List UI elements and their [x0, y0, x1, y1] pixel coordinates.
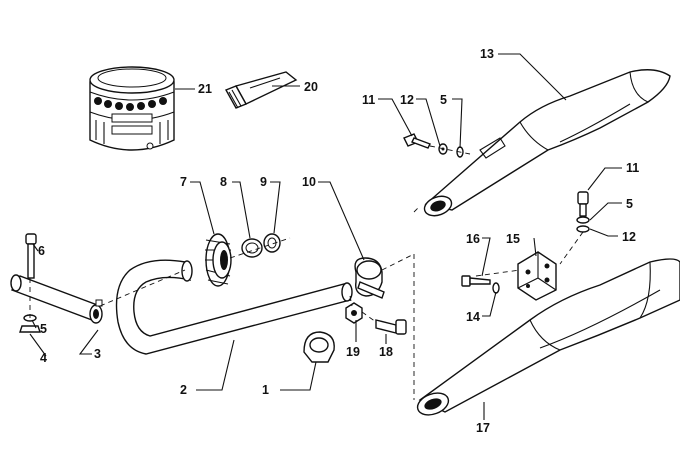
callout-14: 14: [466, 310, 480, 324]
callout-labels: 1 2 3 4 5 5 5 6 7 8 9 10 11 11 12 12 13 …: [38, 47, 639, 435]
callout-13: 13: [480, 47, 494, 61]
sleeve-nut-part: [19, 325, 41, 333]
callout-2: 2: [180, 383, 187, 397]
finned-ring-part: [205, 233, 232, 287]
callout-19: 19: [346, 345, 360, 359]
callout-5-sleeve: 5: [40, 322, 47, 336]
bracket-bolt-part: [576, 191, 590, 233]
silencer-lower-part: [416, 258, 680, 416]
paste-tin-part: [89, 66, 175, 151]
callout-10: 10: [302, 175, 316, 189]
bracket-screw-part: [461, 275, 500, 294]
callout-18: 18: [379, 345, 393, 359]
clamp-part: [354, 257, 385, 299]
callout-7: 7: [180, 175, 187, 189]
pipe-clip-part: [303, 331, 335, 363]
callout-4: 4: [40, 351, 47, 365]
callout-8: 8: [220, 175, 227, 189]
callout-11-top: 11: [362, 93, 375, 107]
callout-21: 21: [198, 82, 212, 96]
nut-part: [345, 302, 363, 324]
sleeve-pipe-part: [10, 274, 103, 324]
callout-11-right: 11: [626, 161, 639, 175]
sealing-ring-part: [241, 238, 263, 258]
callout-17: 17: [476, 421, 490, 435]
callout-15: 15: [506, 232, 520, 246]
callout-9: 9: [260, 175, 267, 189]
callout-16: 16: [466, 232, 480, 246]
callout-12-top: 12: [400, 93, 414, 107]
silencer-top-bolt-part: [403, 133, 464, 158]
callout-5-right: 5: [626, 197, 633, 211]
clamp-bolt-part: [375, 319, 407, 335]
paste-tube-part: [225, 71, 298, 109]
callout-1: 1: [262, 383, 269, 397]
callout-3: 3: [94, 347, 101, 361]
assembly-lines: [29, 145, 584, 400]
silencer-upper-part: [423, 69, 671, 217]
sleeve-bolt-part: [25, 233, 37, 279]
callout-6: 6: [38, 244, 45, 258]
leader-lines: [29, 53, 622, 420]
callout-20: 20: [304, 80, 318, 94]
callout-12-right: 12: [622, 230, 636, 244]
exhaust-pipe-part: [115, 259, 353, 355]
bracket-part: [517, 251, 557, 301]
clamp-ring-part: [263, 233, 281, 253]
callout-5-top: 5: [440, 93, 447, 107]
